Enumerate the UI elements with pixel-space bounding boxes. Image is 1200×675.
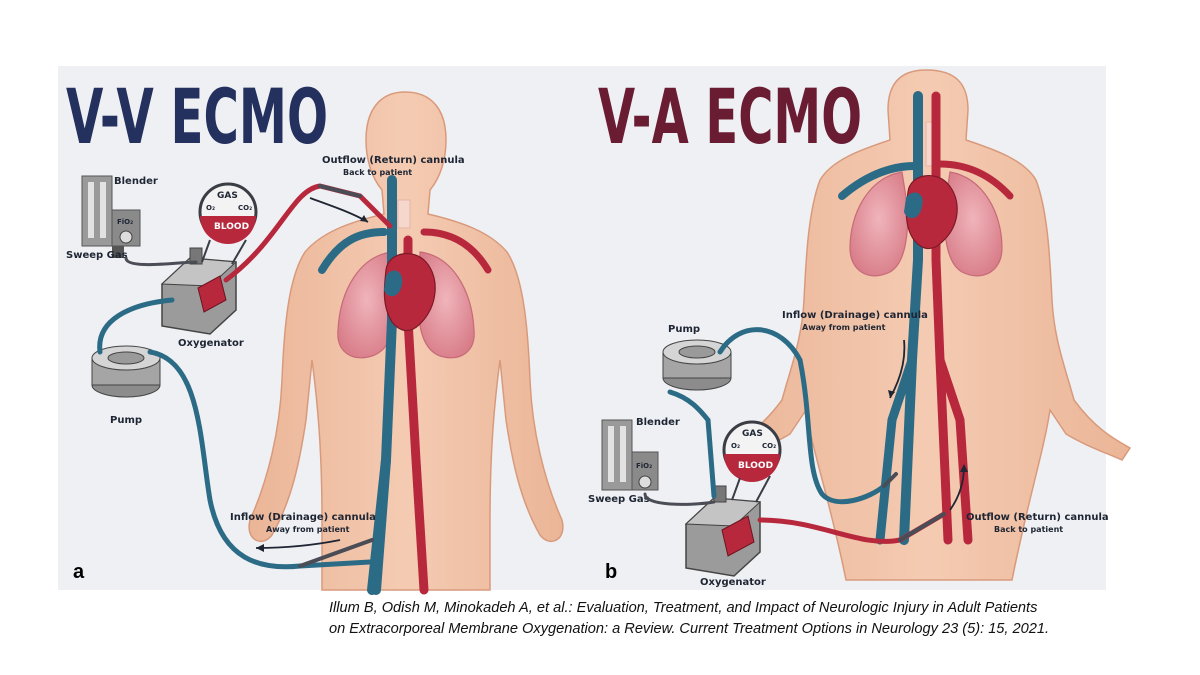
sweep-gas-a-label: Sweep Gas bbox=[66, 250, 128, 261]
svg-text:BLOOD: BLOOD bbox=[214, 222, 249, 232]
citation: Illum B, Odish M, Minokadeh A, et al.: E… bbox=[329, 598, 1189, 640]
lung-right-b bbox=[849, 171, 909, 277]
outflow-cannula-a-sub: Back to patient bbox=[343, 168, 412, 177]
blender-a: FiO₂ bbox=[81, 175, 141, 258]
trachea-a bbox=[397, 199, 411, 229]
oxygenator-a-label: Oxygenator bbox=[178, 338, 244, 349]
blender-a-label: Blender bbox=[114, 176, 158, 187]
panel-b-title: V-A ECMO bbox=[598, 72, 862, 161]
panel-a-title: V-V ECMO bbox=[66, 72, 328, 161]
oxygenator-b bbox=[684, 485, 762, 577]
gas-exchange-magnifier-a: GAS O₂ CO₂ BLOOD bbox=[198, 182, 258, 265]
svg-text:CO₂: CO₂ bbox=[762, 442, 776, 450]
citation-line-2: on Extracorporeal Membrane Oxygenation: … bbox=[329, 621, 1050, 637]
inflow-cannula-a-title: Inflow (Drainage) cannula bbox=[230, 512, 376, 523]
fio2-dial-icon bbox=[119, 230, 133, 244]
panel-b-letter: b bbox=[605, 561, 617, 583]
svg-text:BLOOD: BLOOD bbox=[738, 461, 773, 471]
oxygenator-b-label: Oxygenator bbox=[700, 577, 766, 588]
inflow-cannula-b-sub: Away from patient bbox=[802, 323, 886, 332]
svg-text:O₂: O₂ bbox=[206, 204, 215, 212]
svg-text:FiO₂: FiO₂ bbox=[117, 218, 133, 226]
panel-a: V-V ECMO FiO₂ Blender Swe bbox=[66, 72, 564, 595]
oxygenator-a bbox=[160, 247, 238, 335]
citation-line-1: Illum B, Odish M, Minokadeh A, et al.: E… bbox=[329, 600, 1038, 616]
lung-left-b bbox=[943, 171, 1003, 277]
svg-text:GAS: GAS bbox=[217, 191, 238, 201]
panel-b: V-A ECMO Pump bbox=[588, 69, 1132, 588]
blender-b-label: Blender bbox=[636, 417, 680, 428]
panel-a-letter: a bbox=[73, 561, 85, 583]
outflow-cannula-b-sub: Back to patient bbox=[994, 525, 1063, 534]
svg-text:FiO₂: FiO₂ bbox=[636, 462, 652, 470]
pump-b-label: Pump bbox=[668, 324, 700, 335]
svg-text:O₂: O₂ bbox=[731, 442, 740, 450]
pump-a-label: Pump bbox=[110, 415, 142, 426]
body-b bbox=[724, 69, 1132, 581]
pump-b bbox=[662, 339, 732, 391]
pump-a bbox=[91, 345, 161, 398]
inflow-cannula-a-sub: Away from patient bbox=[266, 525, 350, 534]
gas-exchange-magnifier-b: GAS O₂ CO₂ BLOOD bbox=[722, 420, 782, 503]
fio2-dial-icon bbox=[638, 475, 652, 489]
blender-b: FiO₂ bbox=[601, 419, 659, 491]
svg-text:GAS: GAS bbox=[742, 429, 763, 439]
outflow-cannula-a-title: Outflow (Return) cannula bbox=[322, 155, 465, 166]
sweep-gas-b-label: Sweep Gas bbox=[588, 494, 650, 505]
circuit-tubing-b bbox=[643, 327, 947, 544]
circuit-tubing-a bbox=[97, 183, 393, 570]
inflow-cannula-b-title: Inflow (Drainage) cannula bbox=[782, 310, 928, 321]
svg-text:CO₂: CO₂ bbox=[238, 204, 252, 212]
outflow-cannula-b-title: Outflow (Return) cannula bbox=[966, 512, 1109, 523]
